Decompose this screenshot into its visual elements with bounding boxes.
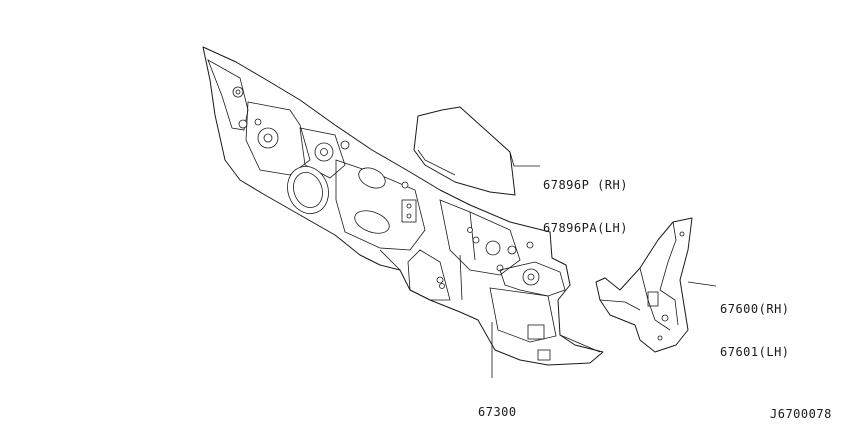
label-insulator: 67896P (RH) 67896PA(LH): [543, 150, 628, 249]
diagram-id: J6700078: [770, 407, 832, 421]
label-side-panel: 67600(RH) 67601(LH): [720, 274, 790, 373]
label-insulator-lh: 67896PA(LH): [543, 221, 628, 235]
label-side-panel-rh: 67600(RH): [720, 302, 790, 316]
dash-insulator[interactable]: [413, 106, 516, 196]
dash-panel[interactable]: [202, 46, 604, 366]
label-dash-panel-number: 67300: [478, 405, 517, 419]
label-dash-panel: 67300: [478, 377, 517, 433]
label-side-panel-lh: 67601(LH): [720, 345, 790, 359]
side-panel[interactable]: [595, 217, 693, 353]
leader-insulator: [509, 151, 540, 167]
leader-side-panel: [687, 281, 717, 287]
label-insulator-rh: 67896P (RH): [543, 178, 628, 192]
